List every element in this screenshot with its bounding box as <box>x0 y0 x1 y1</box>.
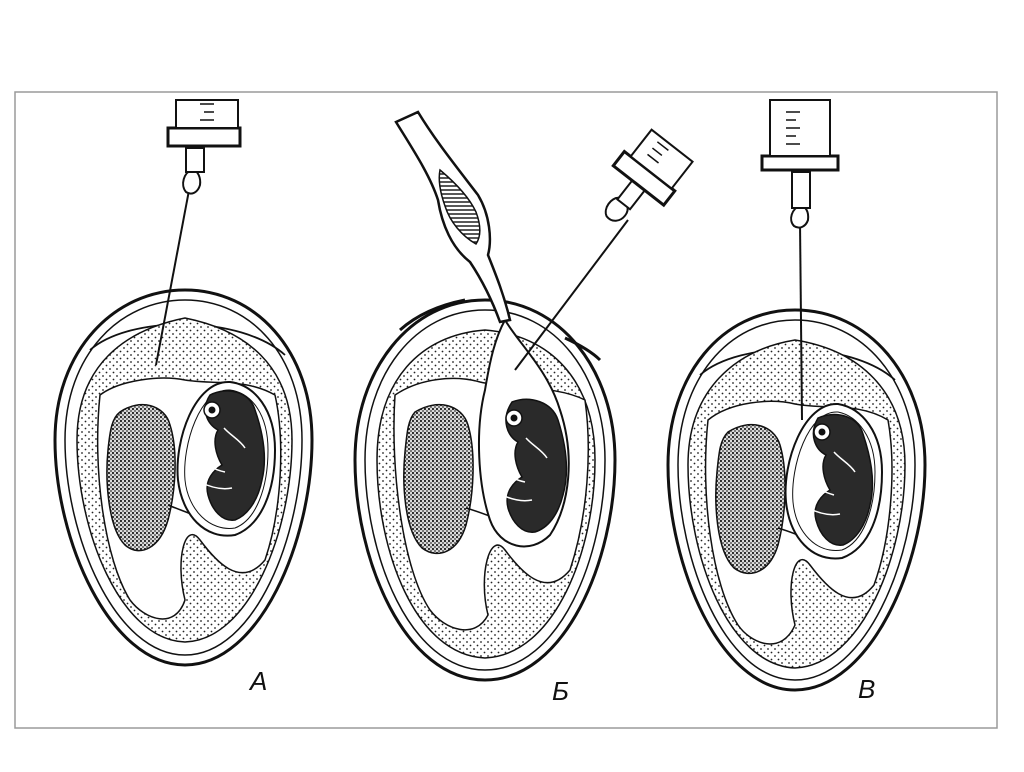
panel-label-a: А <box>248 666 267 696</box>
yolk-sac-b <box>404 405 473 554</box>
panel-label-v: В <box>858 674 875 704</box>
panel-label-b: Б <box>552 676 569 706</box>
yolk-sac-a <box>107 405 175 551</box>
yolk-sac-v <box>716 425 785 574</box>
